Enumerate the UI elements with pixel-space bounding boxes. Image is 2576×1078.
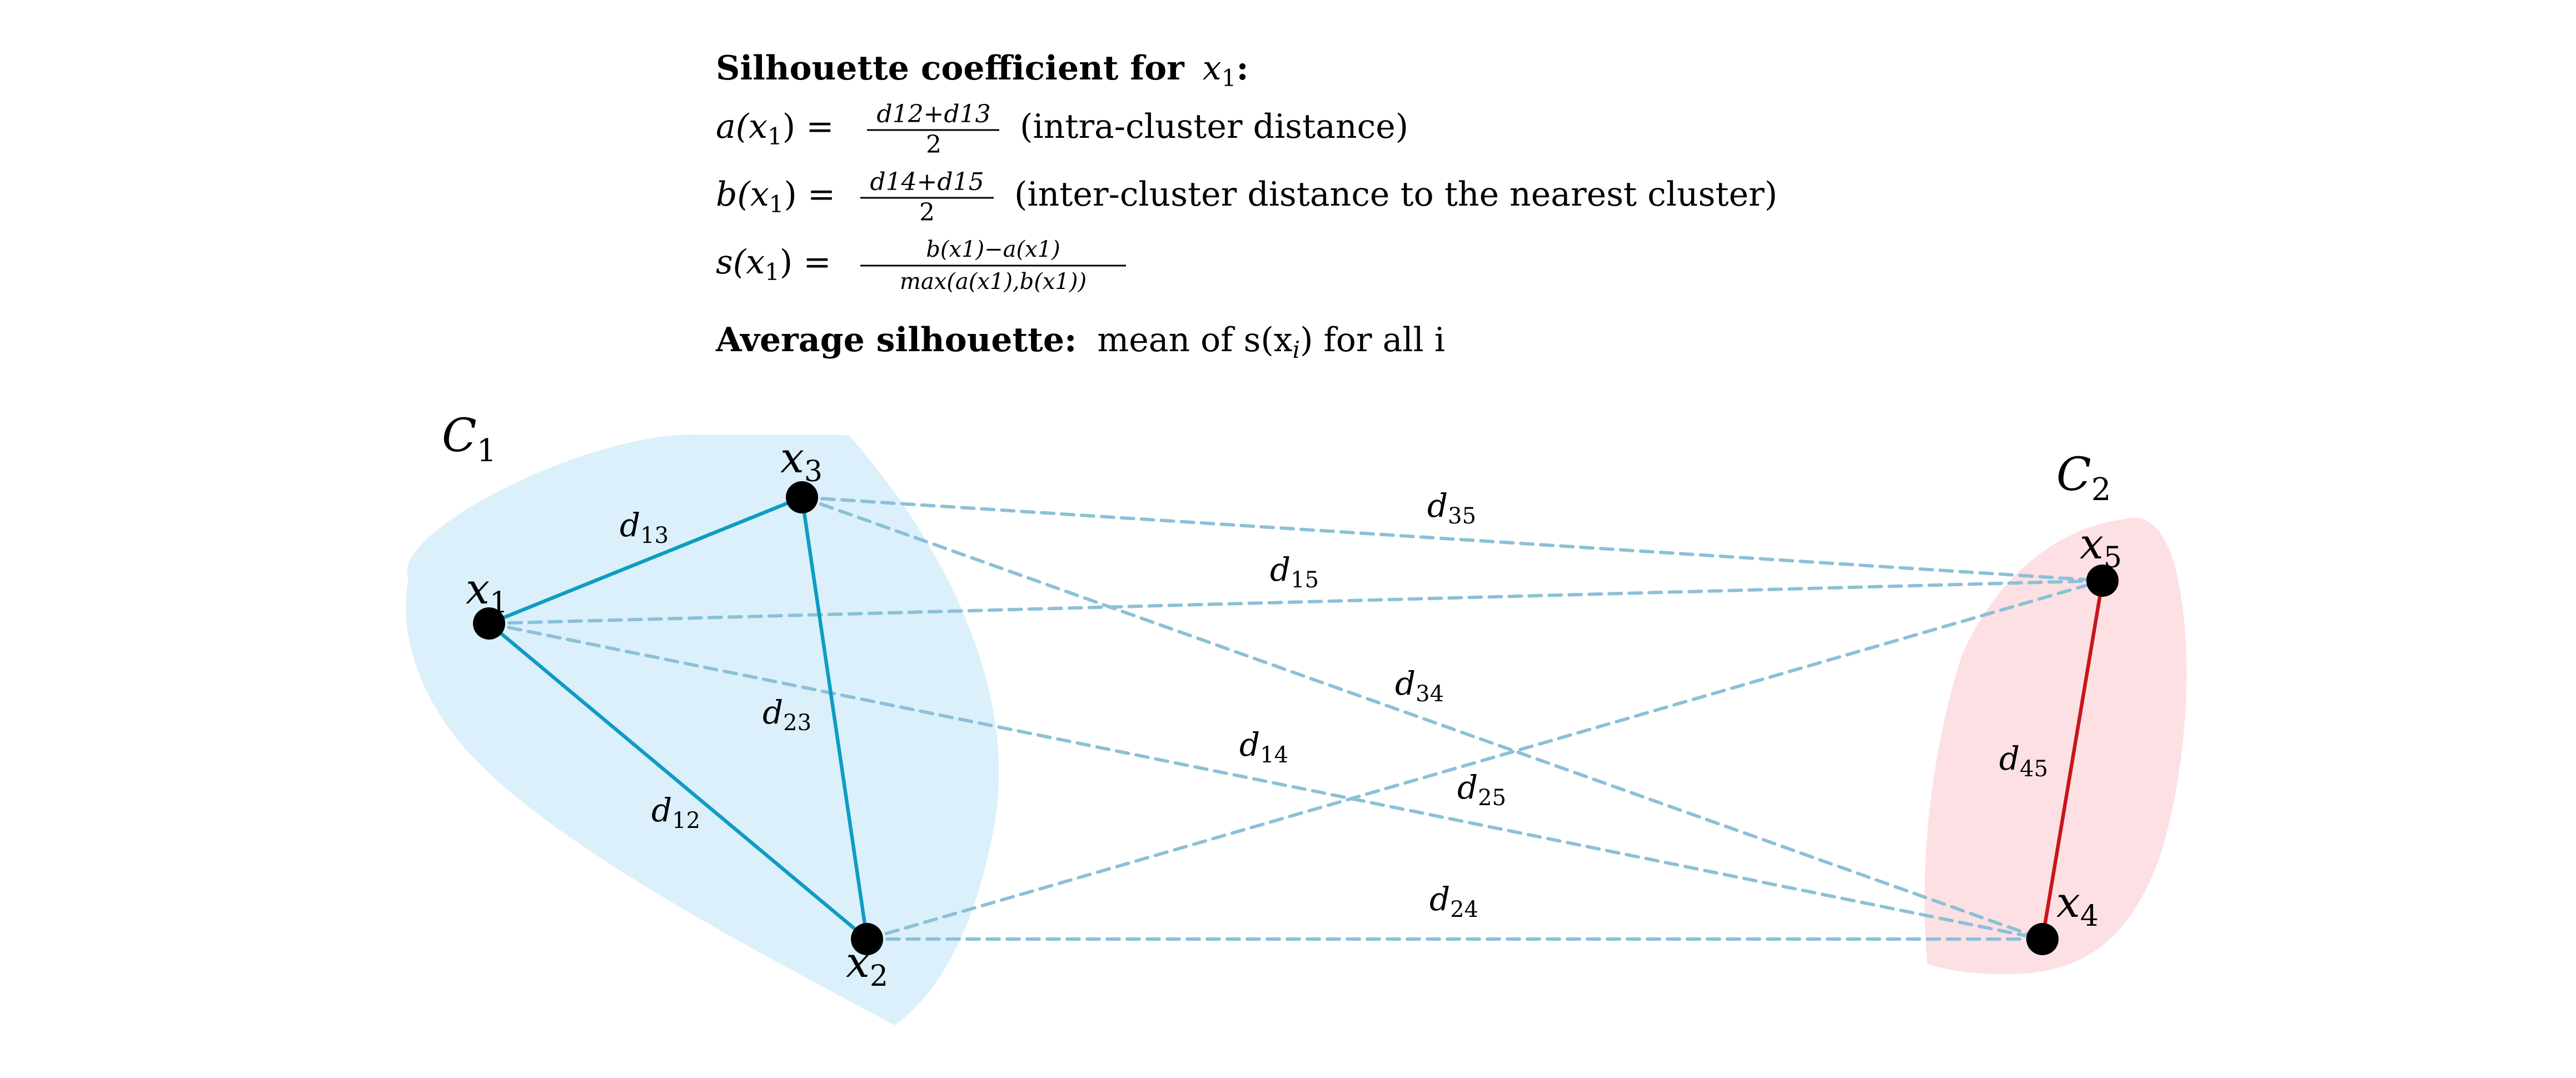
cluster-label-c1: C1 — [442, 410, 496, 469]
edge-label-d15: d15 — [1270, 551, 1319, 593]
formula-a-numerator: d12+d13 — [876, 100, 990, 128]
point-x5 — [2086, 565, 2119, 597]
edge-d23 — [800, 495, 869, 941]
edge-d45 — [2040, 578, 2105, 941]
edge-label-d13: d13 — [620, 506, 669, 548]
cluster-c1-region — [406, 434, 999, 1026]
svg-text:s(x1) =: s(x1) = — [716, 243, 831, 286]
formula-b: b(x1) = d14+d15 2 (inter-cluster distanc… — [716, 168, 1777, 227]
edge-d15 — [487, 579, 2104, 625]
edges-layer — [487, 495, 2105, 941]
edge-label-d23: d23 — [763, 693, 811, 736]
edge-label-d14: d14 — [1239, 726, 1288, 768]
edge-d25 — [865, 579, 2104, 941]
formula-s-denominator: max(a(x1),b(x1)) — [900, 269, 1087, 295]
point-label-x4: x4 — [2056, 877, 2099, 933]
formula-heading: Silhouette coefficient for x1: — [716, 49, 1249, 92]
points-layer — [473, 481, 2119, 955]
cluster-label-c2: C2 — [2056, 448, 2111, 508]
point-x3 — [786, 481, 818, 513]
edge-d13 — [487, 495, 804, 626]
edge-label-d25: d25 — [1457, 768, 1506, 811]
formula-s: s(x1) = b(x1)−a(x1) max(a(x1),b(x1)) — [716, 237, 1126, 295]
point-label-x1: x1 — [466, 564, 508, 620]
point-label-x3: x3 — [780, 433, 823, 488]
formula-s-numerator: b(x1)−a(x1) — [926, 237, 1060, 262]
edge-label-d34: d34 — [1395, 665, 1444, 707]
formula-a: a(x1) = d12+d13 2 (intra-cluster distanc… — [716, 100, 1408, 159]
svg-text:b(x1) =: b(x1) = — [716, 175, 835, 218]
point-x2 — [851, 923, 883, 955]
svg-text:a(x1) =: a(x1) = — [716, 107, 834, 150]
edge-d34 — [800, 496, 2044, 941]
formula-b-description: (inter-cluster distance to the nearest c… — [1014, 175, 1777, 214]
edge-label-d35: d35 — [1427, 487, 1476, 529]
formula-average: Average silhouette: mean of s(xi) for al… — [715, 321, 1445, 363]
formulas-block: Silhouette coefficient for x1: a(x1) = d… — [715, 49, 1777, 363]
point-label-x2: x2 — [846, 937, 888, 993]
formula-a-denominator: 2 — [926, 131, 941, 159]
formula-a-description: (intra-cluster distance) — [1020, 107, 1408, 146]
point-x1 — [473, 607, 505, 640]
point-x4 — [2026, 923, 2059, 955]
edge-d14 — [487, 622, 2044, 941]
edge-d35 — [800, 496, 2104, 582]
edge-label-d45: d45 — [1999, 740, 2048, 782]
edge-label-d12: d12 — [651, 791, 700, 834]
edge-d12 — [487, 621, 869, 941]
cluster-c2-region — [1924, 517, 2187, 975]
formula-b-numerator: d14+d15 — [870, 168, 984, 196]
edge-label-d24: d24 — [1429, 880, 1478, 922]
formula-b-denominator: 2 — [919, 198, 935, 227]
point-label-x5: x5 — [2080, 519, 2122, 575]
